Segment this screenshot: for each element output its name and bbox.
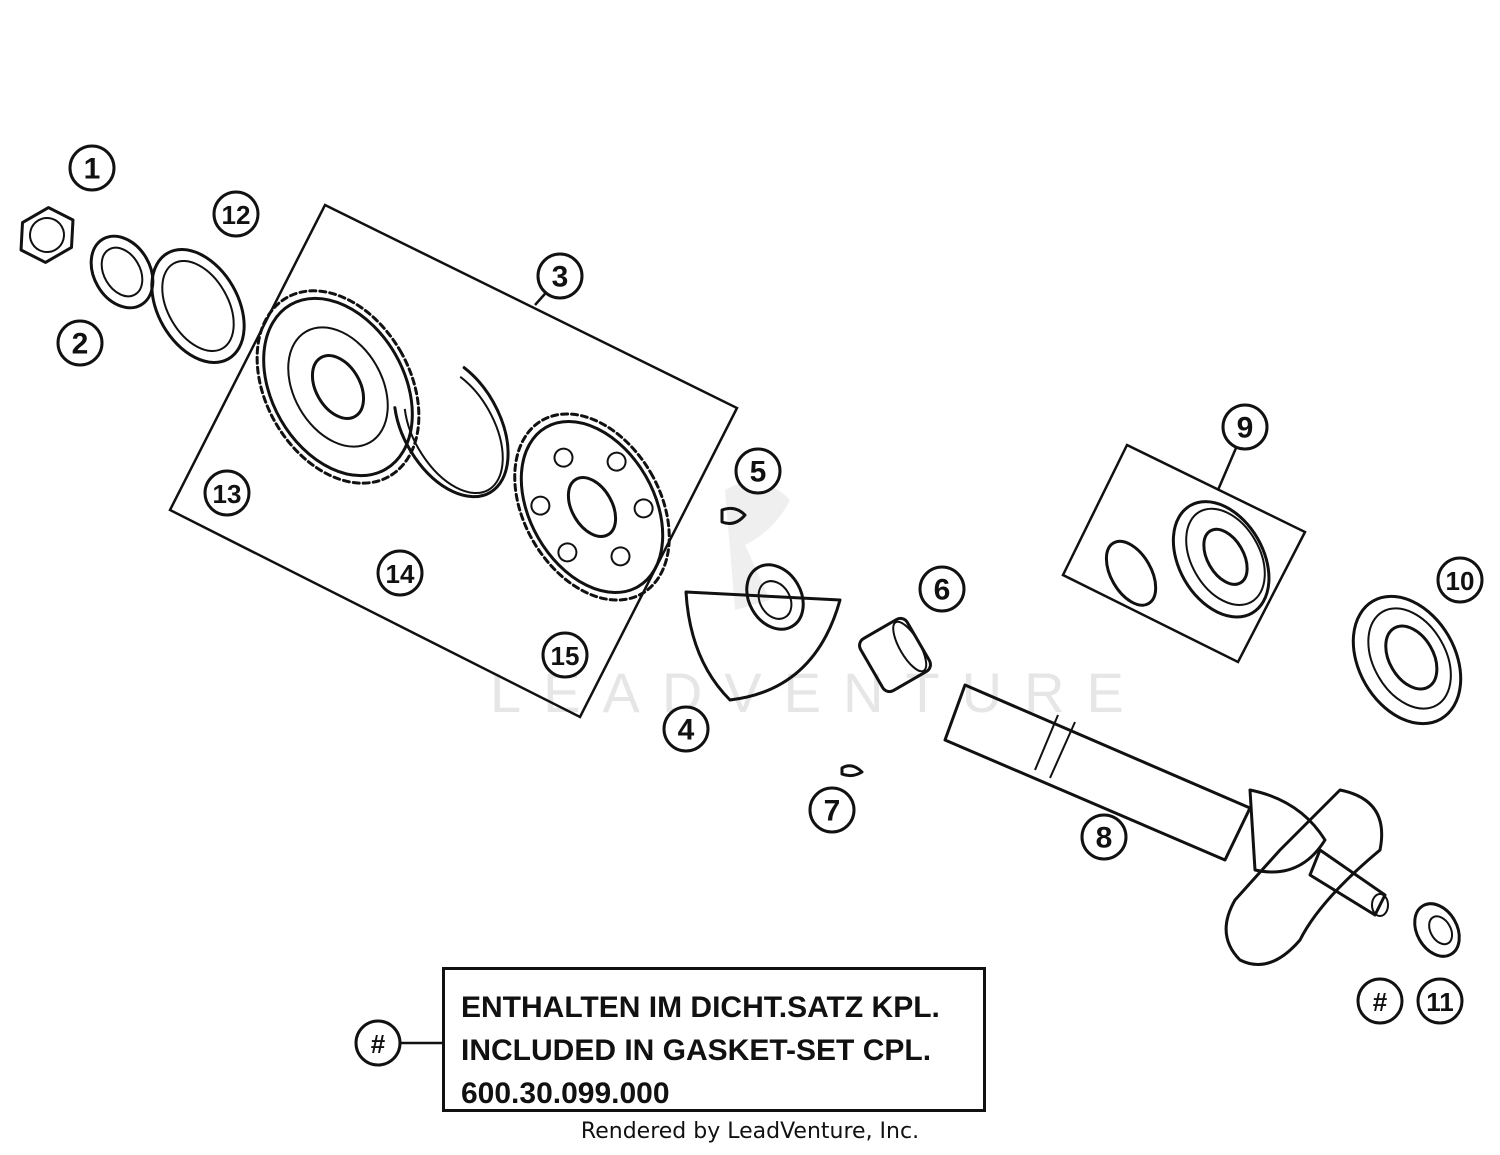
large-gear-part <box>255 289 421 485</box>
roller-bearing-part <box>1351 594 1463 726</box>
svg-text:14: 14 <box>386 559 415 589</box>
callout-1: 1 <box>68 144 116 192</box>
svg-text:8: 8 <box>1096 822 1113 855</box>
callout-6: 6 <box>918 565 966 613</box>
svg-text:10: 10 <box>1446 566 1475 596</box>
svg-text:#: # <box>371 1029 386 1059</box>
gasket-set-note: ENTHALTEN IM DICHT.SATZ KPL. INCLUDED IN… <box>442 967 986 1112</box>
watermark: LEADVENTURE <box>490 661 1146 724</box>
callout-14: 14 <box>376 549 424 597</box>
callout-10: 10 <box>1436 556 1484 604</box>
svg-text:11: 11 <box>1426 987 1454 1017</box>
small-gear-part <box>513 412 671 602</box>
washer-part <box>89 234 155 310</box>
svg-text:9: 9 <box>1237 412 1254 445</box>
svg-text:7: 7 <box>824 795 841 828</box>
callout-2: 2 <box>56 319 104 367</box>
balance-weight-part <box>684 563 842 702</box>
svg-text:4: 4 <box>678 714 695 747</box>
callout-11: 11 <box>1416 977 1464 1025</box>
small-key-part <box>840 764 864 778</box>
shaft-part <box>943 683 1389 966</box>
note-line-german: ENTHALTEN IM DICHT.SATZ KPL. <box>461 991 940 1024</box>
svg-text:3: 3 <box>552 261 569 294</box>
callout-hash-11: # <box>1356 977 1404 1025</box>
svg-text:13: 13 <box>213 479 242 509</box>
callout-13: 13 <box>203 469 251 517</box>
callout-15: 15 <box>541 631 589 679</box>
svg-text:12: 12 <box>222 200 251 230</box>
group-box-9 <box>1061 443 1307 664</box>
svg-text:15: 15 <box>551 641 580 671</box>
callout-hash-note: # <box>354 1019 402 1067</box>
callout-12: 12 <box>212 190 260 238</box>
callout-4: 4 <box>662 705 710 753</box>
key-part <box>720 506 747 525</box>
shim-part <box>150 248 246 364</box>
circlip-part <box>393 366 510 499</box>
svg-text:2: 2 <box>72 328 89 361</box>
needle-bearing-part <box>858 616 932 694</box>
watermark-logo <box>725 482 790 610</box>
note-part-number: 600.30.099.000 <box>461 1077 670 1110</box>
svg-text:1: 1 <box>84 153 101 186</box>
footer-credit: Rendered by LeadVenture, Inc. <box>580 1119 920 1144</box>
callout-7: 7 <box>808 786 856 834</box>
callout-5: 5 <box>734 447 782 495</box>
bearing-with-ring-part <box>1104 500 1271 619</box>
callout-3: 3 <box>536 252 584 300</box>
callout-9: 9 <box>1221 403 1269 451</box>
seal-part <box>1413 902 1461 958</box>
hex-nut-part <box>19 206 75 264</box>
callout-8: 8 <box>1080 813 1128 861</box>
svg-text:#: # <box>1373 987 1388 1017</box>
note-line-english: INCLUDED IN GASKET-SET CPL. <box>461 1034 932 1067</box>
group-box-3 <box>168 203 739 719</box>
svg-text:6: 6 <box>934 574 951 607</box>
svg-text:5: 5 <box>750 456 767 489</box>
